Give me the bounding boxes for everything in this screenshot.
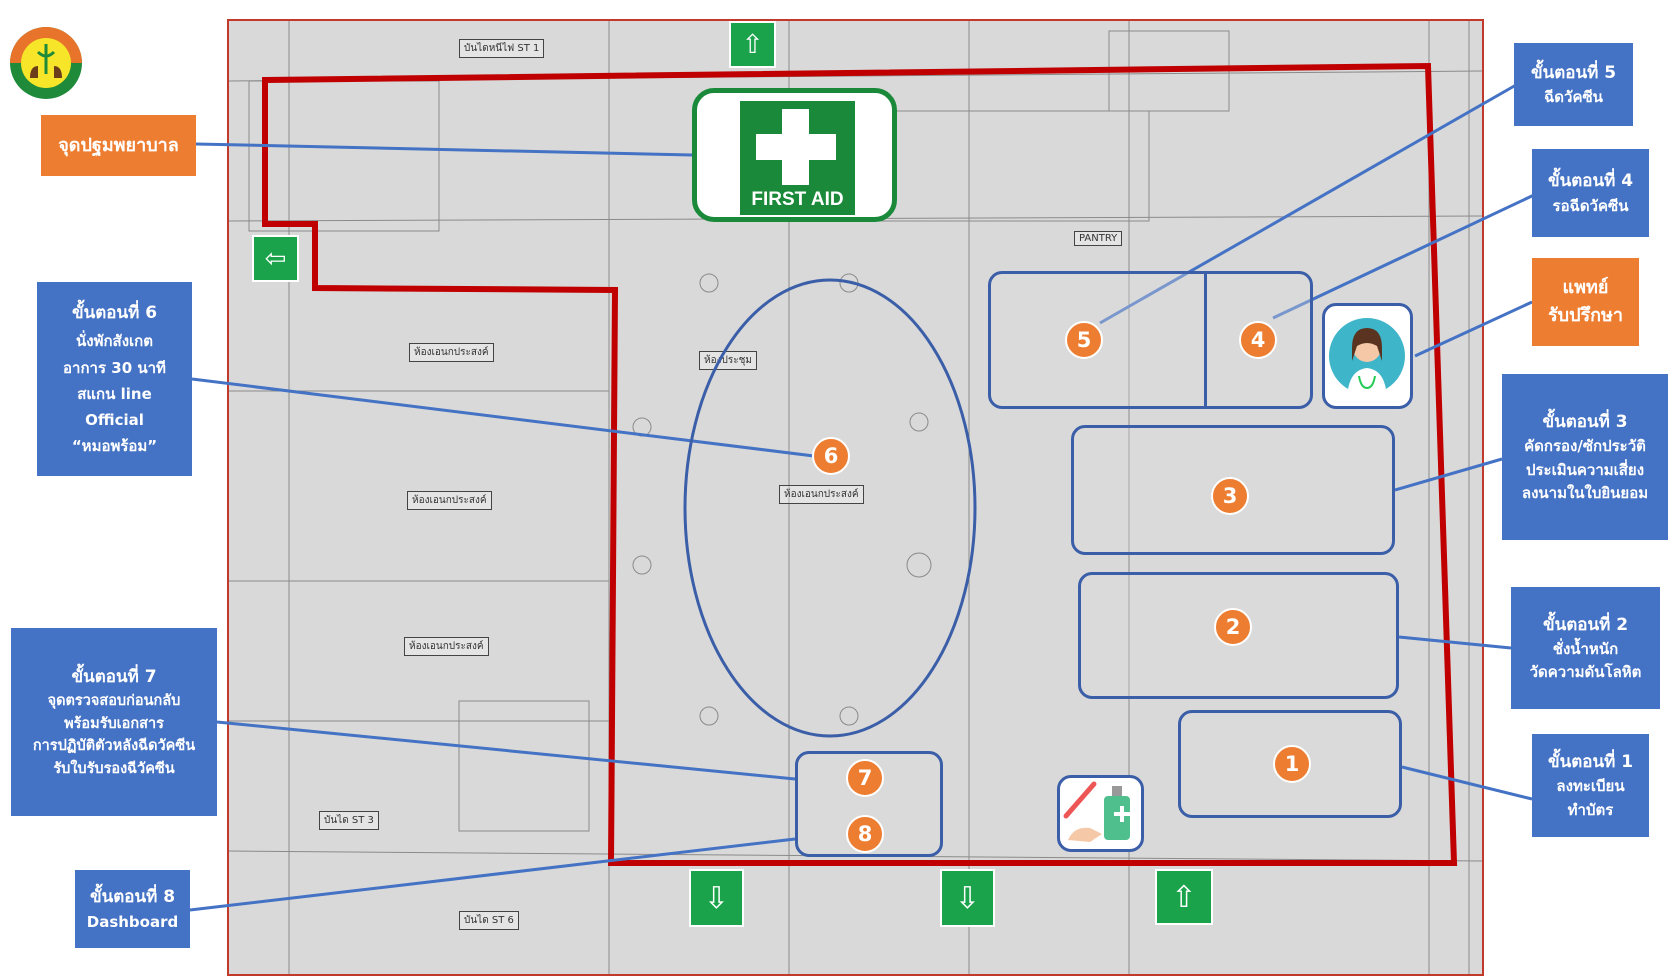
- step-5-label: ขั้นตอนที่ 5 ฉีดวัคซีน: [1514, 43, 1633, 126]
- step-line: นั่งพักสังเกต: [76, 332, 153, 351]
- step-line: “หมอพร้อม”: [71, 437, 158, 456]
- stair-label: บันไดหนีไฟ ST 1: [459, 39, 545, 58]
- room-label: ห้องเอนกประสงค์: [404, 637, 489, 656]
- exit-up-icon: ⇧: [741, 29, 764, 60]
- step-title: ขั้นตอนที่ 4: [1547, 171, 1634, 192]
- hand-sanitizer-icon: [1063, 781, 1130, 842]
- step-badge-7: 7: [846, 759, 884, 797]
- step-line: ลงทะเบียน: [1556, 777, 1625, 796]
- exit-up-icon: ⇧: [1171, 879, 1197, 915]
- entrance-sign-bottom-2: ⇩: [940, 869, 995, 927]
- step-line: จุดตรวจสอบก่อนกลับ: [47, 693, 181, 710]
- step-badge-1: 1: [1273, 745, 1311, 783]
- step-line: ฉีดวัคซีน: [1544, 88, 1603, 107]
- step-badge-3: 3: [1211, 477, 1249, 515]
- step-7-label: ขั้นตอนที่ 7 จุดตรวจสอบก่อนกลับ พร้อมรับ…: [11, 628, 217, 816]
- zone-divider: [1204, 274, 1207, 406]
- hospital-logo: [8, 26, 84, 100]
- pantry-label: PANTRY: [1074, 231, 1123, 246]
- step-badge-4: 4: [1239, 321, 1277, 359]
- step-line: ทำบัตร: [1567, 800, 1614, 819]
- first-aid-cross-icon: FIRST AID: [738, 99, 857, 217]
- step-badge-2: 2: [1214, 608, 1252, 646]
- step-badge-5: 5: [1065, 321, 1103, 359]
- step-title: ขั้นตอนที่ 7: [71, 666, 157, 687]
- step-title: ขั้นตอนที่ 1: [1547, 752, 1634, 773]
- room-label: ห้องเอนกประสงค์: [407, 491, 492, 510]
- step-1-label: ขั้นตอนที่ 1 ลงทะเบียน ทำบัตร: [1532, 734, 1649, 837]
- exit-sign-top: ⇧: [729, 21, 776, 68]
- doctor-consult-label: แพทย์ รับปรึกษา: [1532, 258, 1639, 346]
- room-label: ห้องเอนกประสงค์: [779, 485, 864, 504]
- first-aid-label-text: จุดปฐมพยาบาล: [58, 134, 179, 156]
- hand-sanitizer-image: [1057, 775, 1144, 852]
- step-line: สแกน line: [77, 384, 152, 403]
- room-label: ห้องประชุม: [699, 351, 757, 370]
- step-line: ลงนามในใบยินยอม: [1521, 483, 1649, 502]
- step-title: ขั้นตอนที่ 3: [1542, 411, 1628, 432]
- step-line: คัดกรอง/ซักประวัติ: [1524, 437, 1646, 456]
- first-aid-label: จุดปฐมพยาบาล: [41, 115, 196, 176]
- step-line: อาการ 30 นาที: [63, 358, 166, 377]
- step-line: ประเมินความเสี่ยง: [1525, 460, 1645, 479]
- step-line: Dashboard: [86, 912, 179, 931]
- step-title: ขั้นตอนที่ 5: [1530, 62, 1617, 83]
- doctor-icon: [1329, 318, 1405, 402]
- step-4-label: ขั้นตอนที่ 4 รอฉีดวัคซีน: [1532, 149, 1649, 237]
- exit-sign-bottom: ⇧: [1155, 869, 1213, 925]
- step-6-label: ขั้นตอนที่ 6 นั่งพักสังเกต อาการ 30 นาที…: [37, 282, 192, 476]
- step-title: ขั้นตอนที่ 8: [89, 887, 176, 908]
- step-line: รับใบรับรองฉีวัคซีน: [53, 760, 175, 777]
- step-line: ชั่งน้ำหนัก: [1552, 639, 1619, 658]
- room-label: ห้องเอนกประสงค์: [409, 343, 494, 362]
- stair-label: บันได ST 3: [319, 811, 379, 830]
- step-line: พร้อมรับเอกสาร: [64, 715, 164, 732]
- step-line: รอฉีดวัคซีน: [1552, 196, 1629, 215]
- step-8-label: ขั้นตอนที่ 8 Dashboard: [75, 870, 190, 948]
- step-badge-6: 6: [812, 437, 850, 475]
- enter-down-icon: ⇩: [954, 880, 981, 916]
- enter-down-icon: ⇩: [703, 880, 730, 916]
- step-line: การปฏิบัติตัวหลังฉีดวัคซีน: [32, 738, 196, 755]
- entrance-sign-bottom-1: ⇩: [689, 869, 744, 927]
- step-line: วัดความดันโลหิต: [1529, 663, 1642, 682]
- exit-sign-left: ⇦: [252, 235, 299, 282]
- step-badge-8: 8: [846, 815, 884, 853]
- doctor-label-line: แพทย์: [1562, 277, 1609, 299]
- step-line: Official: [85, 411, 144, 429]
- exit-left-icon: ⇦: [264, 243, 287, 274]
- first-aid-sign-text: FIRST AID: [751, 189, 844, 210]
- first-aid-sign: FIRST AID: [692, 88, 897, 222]
- step-2-label: ขั้นตอนที่ 2 ชั่งน้ำหนัก วัดความดันโลหิต: [1511, 587, 1660, 709]
- doctor-image: [1322, 303, 1413, 409]
- stair-label: บันได ST 6: [459, 911, 519, 930]
- doctor-label-line: รับปรึกษา: [1547, 305, 1624, 326]
- step-3-label: ขั้นตอนที่ 3 คัดกรอง/ซักประวัติ ประเมินค…: [1502, 374, 1668, 540]
- step-title: ขั้นตอนที่ 2: [1542, 614, 1629, 635]
- step-title: ขั้นตอนที่ 6: [71, 302, 158, 323]
